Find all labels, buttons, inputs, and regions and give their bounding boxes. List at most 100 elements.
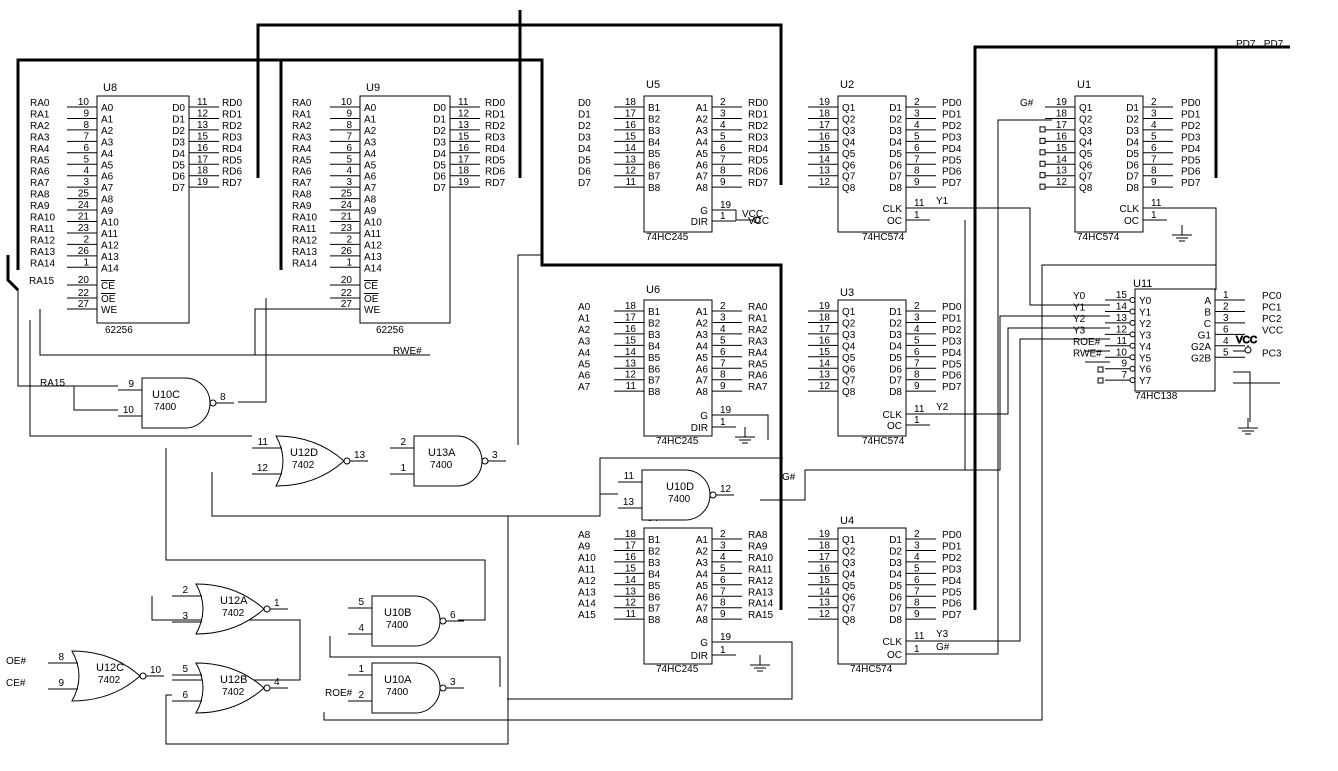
pin-name: Q7 (842, 604, 856, 615)
net-label: RA3 (30, 132, 50, 143)
net-label: RA0 (30, 98, 50, 109)
pin-number: 14 (1116, 301, 1128, 312)
pin-number: 14 (819, 154, 831, 165)
pin-name: Q1 (842, 307, 856, 318)
chip-part: 74HC574 (862, 232, 905, 243)
wire (930, 338, 1110, 642)
pin-number: 2 (1151, 97, 1157, 108)
pin-number: 4 (914, 324, 920, 335)
pin-name: B3 (648, 558, 661, 569)
pin-number: 12 (819, 177, 831, 188)
pin-name: D3 (889, 558, 902, 569)
net-label: PD2 (942, 121, 962, 132)
pin-name: A4 (696, 341, 709, 352)
pin-number: 2 (720, 97, 726, 108)
pin-number: 5 (914, 131, 920, 142)
gate-ref: U10C (152, 389, 180, 401)
pin-name: D6 (889, 592, 902, 603)
unused-terminal (1039, 183, 1046, 190)
net-label: RA12 (748, 576, 773, 587)
wire (211, 457, 783, 517)
net-label: RA7 (30, 178, 50, 189)
pin-name: Q3 (1079, 126, 1093, 137)
pin-name: A2 (696, 318, 709, 329)
pin-name: D4 (172, 149, 185, 160)
pin-name: Q3 (842, 126, 856, 137)
net-label: RA2 (748, 325, 768, 336)
pin-number: 5 (358, 597, 364, 608)
pin-name: D7 (889, 604, 902, 615)
gate-ref: U12D (290, 447, 318, 459)
net-label: A10 (578, 553, 596, 564)
net-label: PD6 (942, 599, 962, 610)
net-label: RA6 (292, 167, 312, 178)
pin-name: Y0 (1139, 296, 1152, 307)
inversion-bubble (209, 399, 217, 407)
pin-number: 9 (914, 381, 920, 392)
pin-number: 1 (720, 417, 726, 428)
pin-name: D5 (889, 353, 902, 364)
pin-name: A7 (696, 376, 709, 387)
net-label: Y3 (1073, 325, 1086, 336)
nand-body (371, 662, 441, 714)
pin-number: 1 (83, 257, 89, 268)
pin-number: 7 (720, 154, 726, 165)
pin-number: 23 (78, 223, 90, 234)
unused-terminal (1097, 366, 1104, 373)
pin-number: 11 (1151, 198, 1162, 209)
pin-number: 26 (341, 246, 353, 257)
net-label: PD2 (942, 553, 962, 564)
pin-number: 11 (626, 177, 637, 188)
pin-name: Q2 (842, 114, 856, 125)
pin-number: 3 (720, 540, 726, 551)
pin-number: 7 (83, 131, 89, 142)
pin-number: 20 (78, 275, 90, 286)
net-label: D7 (578, 178, 591, 189)
pin-number: 16 (625, 552, 637, 563)
pin-name: Q6 (842, 364, 856, 375)
pin-number: 15 (819, 347, 831, 358)
ground-icon (750, 655, 770, 672)
pin-name: G2A (1191, 342, 1211, 353)
pin-name: WE (101, 305, 117, 316)
wire (507, 641, 793, 700)
pin-number: 13 (1056, 166, 1068, 177)
pin-number: 11 (914, 404, 925, 415)
pin-name: Q3 (842, 558, 856, 569)
pin-name: B2 (648, 546, 661, 557)
pin-number: 3 (1151, 108, 1157, 119)
chip-u7: U774HC24518B1A817B2A916B3A1015B4A1114B5A… (578, 512, 773, 675)
pin-number: 5 (346, 154, 352, 165)
pin-number: 12 (197, 108, 209, 119)
vcc-icon (753, 216, 761, 224)
pin-name: D2 (1126, 114, 1139, 125)
vcc-icon (1244, 346, 1252, 354)
net-label: PD3 (942, 336, 962, 347)
pin-number: 4 (720, 552, 726, 563)
pin-name: Y3 (1139, 330, 1152, 341)
pin-name: CLK (883, 637, 903, 648)
pin-name: G2B (1191, 353, 1211, 364)
pin-number: 13 (625, 586, 637, 597)
net-label-roe: ROE# (325, 688, 353, 699)
pin-name: D8 (889, 615, 902, 626)
chip-ref: U8 (103, 82, 117, 94)
net-label: Y2 (936, 402, 949, 413)
net-label: D0 (578, 98, 591, 109)
wire (329, 636, 501, 687)
pin-number: 17 (819, 324, 831, 335)
pin-name: A5 (696, 353, 709, 364)
pin-name: CLK (883, 410, 903, 421)
chip-part: 74HC245 (646, 232, 689, 243)
net-label: Y3 (936, 629, 949, 640)
chip-u9: U96225610A0RA09A1RA18A2RA27A3RA36A4RA45A… (292, 82, 505, 336)
pin-number: 14 (1056, 154, 1068, 165)
pin-number: 18 (819, 312, 831, 323)
unused-terminal (1039, 149, 1046, 156)
net-label: PD6 (1181, 167, 1201, 178)
pin-number: 22 (341, 288, 353, 299)
pin-number: 1 (274, 598, 280, 609)
pin-name: D3 (433, 137, 446, 148)
